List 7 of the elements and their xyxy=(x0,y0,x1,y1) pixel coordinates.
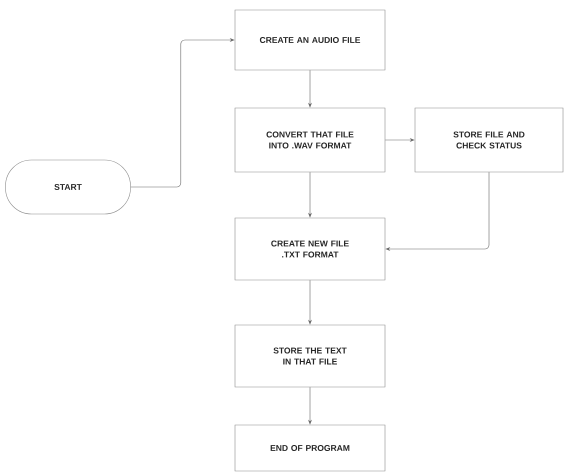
process-box: END OF PROGRAM xyxy=(234,424,386,472)
process-box: CREATE NEW FILE .TXT FORMAT xyxy=(234,218,386,280)
process-box: STORE THE TEXT IN THAT FILE xyxy=(234,324,386,388)
process-box: STORE FILE AND CHECK STATUS xyxy=(414,108,564,172)
process-box: CREATE AN AUDIO FILE xyxy=(234,10,386,70)
start-terminal: START xyxy=(5,160,131,214)
process-box: CONVERT THAT FILE INTO .WAV FORMAT xyxy=(234,108,386,172)
